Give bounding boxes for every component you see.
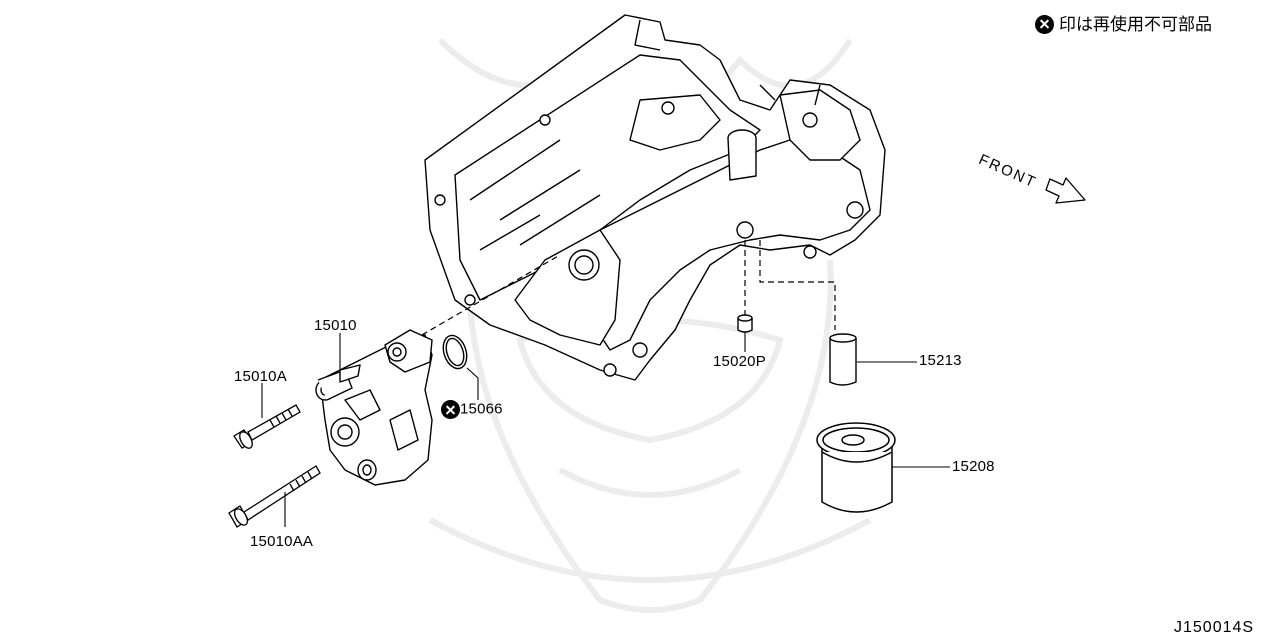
part-label-15213[interactable]: 15213	[919, 352, 962, 369]
bolt-long	[228, 465, 321, 528]
part-label-15010aa[interactable]: 15010AA	[250, 533, 314, 550]
x-circle-icon	[1035, 14, 1054, 34]
part-label-15066[interactable]: 15066	[441, 400, 503, 419]
bolt-short	[233, 404, 301, 449]
part-label-15208[interactable]: 15208	[952, 458, 995, 475]
plug	[737, 314, 753, 333]
front-arrow-icon	[1045, 177, 1086, 204]
connector-pipe	[829, 333, 857, 386]
x-circle-icon	[441, 400, 460, 419]
oil-pump	[315, 329, 433, 486]
part-label-15010a[interactable]: 15010A	[234, 368, 287, 385]
oil-filter	[816, 422, 896, 513]
cylinder-block	[424, 14, 886, 381]
legend: 印は再使用不可部品	[1035, 14, 1212, 36]
o-ring	[442, 334, 468, 370]
part-label-15010[interactable]: 15010	[314, 317, 357, 334]
legend-text: 印は再使用不可部品	[1059, 15, 1212, 34]
diagram-id: J150014S	[1174, 619, 1255, 636]
part-label-15020p[interactable]: 15020P	[713, 353, 766, 370]
leader-lines	[261, 332, 950, 527]
part-number-15066: 15066	[460, 400, 503, 418]
